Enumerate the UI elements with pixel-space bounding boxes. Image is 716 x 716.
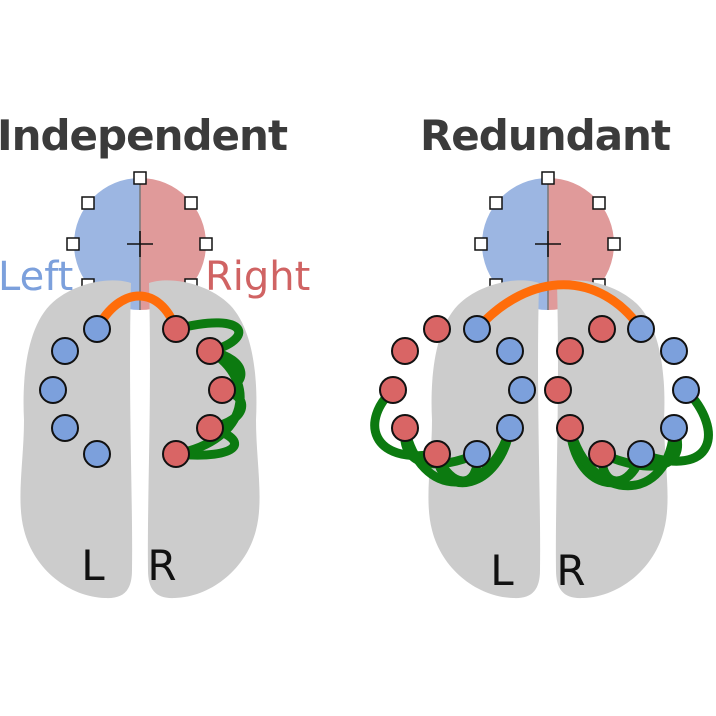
right-field-node — [391, 414, 419, 442]
left-node — [83, 315, 111, 343]
right-hemisphere — [555, 280, 668, 599]
right-field-node — [556, 337, 584, 365]
hemisphere-label-right: R — [147, 541, 176, 590]
visual-field-left-half — [482, 178, 548, 310]
stimulus-marker — [199, 237, 213, 251]
left-hemisphere — [20, 280, 133, 599]
visual-field-right-half — [548, 178, 614, 310]
right-field-node — [588, 440, 616, 468]
side-label-right: Right — [205, 254, 310, 300]
stimulus-marker — [184, 196, 198, 210]
right-node — [162, 315, 190, 343]
left-field-node — [660, 337, 688, 365]
right-field-node — [544, 376, 572, 404]
hemisphere-label-right: R — [556, 546, 585, 595]
left-field-node — [660, 414, 688, 442]
nodes-independent — [39, 315, 236, 468]
panel-title-redundant: Redundant — [420, 111, 671, 160]
stimulus-marker — [81, 196, 95, 210]
hemisphere-label-left: L — [81, 541, 105, 590]
callosal-connection — [472, 280, 646, 334]
left-node — [83, 440, 111, 468]
right-field-node — [423, 315, 451, 343]
intra-connection — [565, 423, 679, 491]
stimulus-marker — [541, 171, 555, 185]
stimulus-marker — [489, 196, 503, 210]
nodes-redundant — [379, 315, 700, 468]
brain-independent: L R — [20, 280, 260, 599]
intra-connection — [400, 423, 515, 487]
right-node — [196, 414, 224, 442]
visual-field-left-half — [74, 178, 140, 310]
left-node — [51, 337, 79, 365]
left-field-node — [496, 337, 524, 365]
left-field-node — [627, 440, 655, 468]
left-field-node — [463, 315, 491, 343]
right-node — [162, 440, 190, 468]
panel-title-independent: Independent — [0, 111, 288, 160]
stimulus-marker — [66, 237, 80, 251]
stimulus-marker — [474, 237, 488, 251]
panel-redundant: Redundant L R — [370, 111, 713, 599]
right-node — [208, 376, 236, 404]
visual-field-redundant — [474, 171, 621, 310]
left-field-node — [672, 376, 700, 404]
left-field-node — [627, 315, 655, 343]
left-node — [39, 376, 67, 404]
right-field-node — [391, 337, 419, 365]
stimulus-marker — [607, 237, 621, 251]
panel-independent: Independent L R — [0, 111, 310, 599]
left-field-node — [496, 414, 524, 442]
stimulus-marker — [592, 196, 606, 210]
side-label-left: Left — [0, 254, 73, 300]
callosal-connection — [92, 291, 181, 334]
right-field-node — [556, 414, 584, 442]
intra-connection — [171, 346, 245, 459]
intra-connection — [171, 318, 244, 356]
right-field-node — [588, 315, 616, 343]
right-node — [196, 337, 224, 365]
hemisphere-label-left: L — [490, 546, 514, 595]
visual-field-right-half — [140, 178, 206, 310]
left-node — [51, 414, 79, 442]
stimulus-marker — [133, 171, 147, 185]
left-field-node — [463, 440, 491, 468]
right-field-node — [379, 376, 407, 404]
right-field-node — [423, 440, 451, 468]
left-field-node — [508, 376, 536, 404]
